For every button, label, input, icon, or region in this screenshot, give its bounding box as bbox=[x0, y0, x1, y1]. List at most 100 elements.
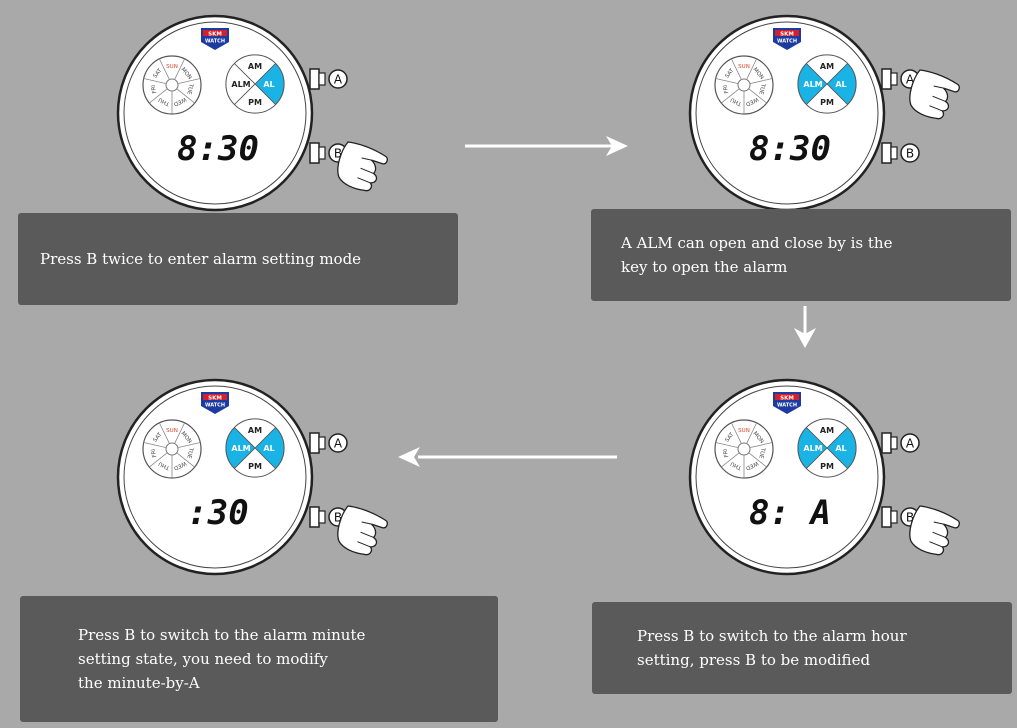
weekday-divider bbox=[176, 452, 195, 468]
pm-label: PM bbox=[820, 462, 834, 471]
button-a[interactable]: A bbox=[309, 432, 348, 454]
am-segment bbox=[233, 418, 277, 449]
watch-bezel bbox=[695, 21, 879, 205]
weekday-divider bbox=[177, 78, 201, 85]
pm-label: PM bbox=[820, 98, 834, 107]
step-3-caption: Press B to switch to the alarm hour sett… bbox=[592, 602, 1012, 694]
weekday-label: SUN bbox=[738, 428, 750, 434]
brand-logo: SKM WATCH bbox=[773, 28, 801, 50]
button-b-label: B bbox=[334, 511, 342, 525]
button-a[interactable]: A bbox=[881, 432, 920, 454]
weekday-divider bbox=[731, 422, 742, 444]
weekday-label: THU bbox=[158, 96, 172, 107]
button-b-label: B bbox=[906, 511, 914, 525]
weekday-divider bbox=[159, 422, 170, 444]
weekday-divider bbox=[748, 452, 767, 468]
logo-text-bottom: WATCH bbox=[777, 39, 797, 45]
weekday-divider bbox=[715, 442, 739, 449]
weekday-divider bbox=[174, 422, 185, 444]
step-2-caption: A ALM can open and close by is the key t… bbox=[591, 209, 1011, 301]
weekday-divider bbox=[149, 452, 168, 468]
weekday-label: FRI bbox=[150, 448, 158, 458]
button-b[interactable]: B bbox=[881, 142, 920, 164]
weekday-divider bbox=[721, 88, 740, 104]
button-a[interactable]: A bbox=[309, 68, 348, 90]
alm-label: ALM bbox=[231, 80, 250, 89]
pm-segment bbox=[805, 447, 849, 478]
logo-text-bottom: WATCH bbox=[205, 39, 225, 45]
caption-line: Press B to switch to the alarm hour bbox=[637, 627, 907, 645]
alm-segment bbox=[225, 426, 256, 470]
caption-line: A ALM can open and close by is the bbox=[621, 234, 893, 252]
button-a-label: A bbox=[334, 437, 343, 451]
alm-label: ALM bbox=[803, 444, 822, 453]
weekday-divider bbox=[749, 442, 773, 449]
mode-dial: AM PM ALM AL bbox=[225, 54, 285, 114]
weekday-label: SUN bbox=[738, 64, 750, 70]
weekday-label: TUE bbox=[185, 82, 194, 95]
digital-display: 8:30 bbox=[177, 129, 259, 169]
logo-text-bottom: WATCH bbox=[777, 403, 797, 409]
al-segment bbox=[826, 426, 857, 470]
button-a-label: A bbox=[906, 73, 915, 87]
weekday-divider bbox=[176, 88, 195, 104]
weekday-label: SAT bbox=[152, 67, 164, 79]
am-label: AM bbox=[820, 62, 834, 71]
weekday-label: FRI bbox=[722, 448, 730, 458]
pm-segment bbox=[805, 83, 849, 114]
weekday-label: THU bbox=[730, 460, 744, 471]
weekday-label: TUE bbox=[757, 446, 766, 459]
alm-label: ALM bbox=[231, 444, 250, 453]
weekday-divider bbox=[143, 78, 167, 85]
weekday-label: WED bbox=[745, 96, 759, 107]
weekday-divider bbox=[746, 422, 757, 444]
weekday-divider bbox=[748, 88, 767, 104]
alm-segment bbox=[797, 62, 828, 106]
caption-line: Press B twice to enter alarm setting mod… bbox=[40, 250, 362, 268]
brand-logo: SKM WATCH bbox=[201, 392, 229, 414]
al-label: AL bbox=[263, 444, 274, 453]
weekday-label: WED bbox=[173, 96, 187, 107]
weekday-divider bbox=[721, 452, 740, 468]
caption-line: key to open the alarm bbox=[621, 258, 788, 276]
al-segment bbox=[254, 426, 285, 470]
caption-line: the minute-by-A bbox=[78, 674, 200, 692]
weekday-divider bbox=[715, 78, 739, 85]
pointing-hand-icon bbox=[909, 505, 960, 556]
watch-bezel bbox=[123, 21, 307, 205]
pm-segment bbox=[233, 447, 277, 478]
weekday-label: THU bbox=[730, 96, 744, 107]
arrow-left-icon bbox=[398, 447, 617, 467]
button-a-label: A bbox=[334, 73, 343, 87]
button-b-label: B bbox=[334, 147, 342, 161]
weekday-divider bbox=[731, 58, 742, 80]
brand-logo: SKM WATCH bbox=[201, 28, 229, 50]
digital-display: :30 bbox=[187, 493, 248, 533]
logo-text-top: SKM bbox=[208, 32, 222, 38]
weekday-divider bbox=[746, 58, 757, 80]
pointing-hand-icon bbox=[337, 505, 388, 556]
weekday-divider bbox=[174, 58, 185, 80]
pm-label: PM bbox=[248, 98, 262, 107]
weekday-divider bbox=[143, 442, 167, 449]
logo-text-top: SKM bbox=[780, 32, 794, 38]
logo-text-top: SKM bbox=[780, 396, 794, 402]
step-1-caption: Press B twice to enter alarm setting mod… bbox=[18, 213, 458, 305]
weekday-label: WED bbox=[745, 460, 759, 471]
pointing-hand-icon bbox=[337, 141, 388, 192]
brand-logo: SKM WATCH bbox=[773, 392, 801, 414]
am-label: AM bbox=[820, 426, 834, 435]
weekday-label: TUE bbox=[757, 82, 766, 95]
weekday-label: THU bbox=[158, 460, 172, 471]
al-label: AL bbox=[835, 444, 846, 453]
arrow-down-icon bbox=[794, 306, 816, 348]
